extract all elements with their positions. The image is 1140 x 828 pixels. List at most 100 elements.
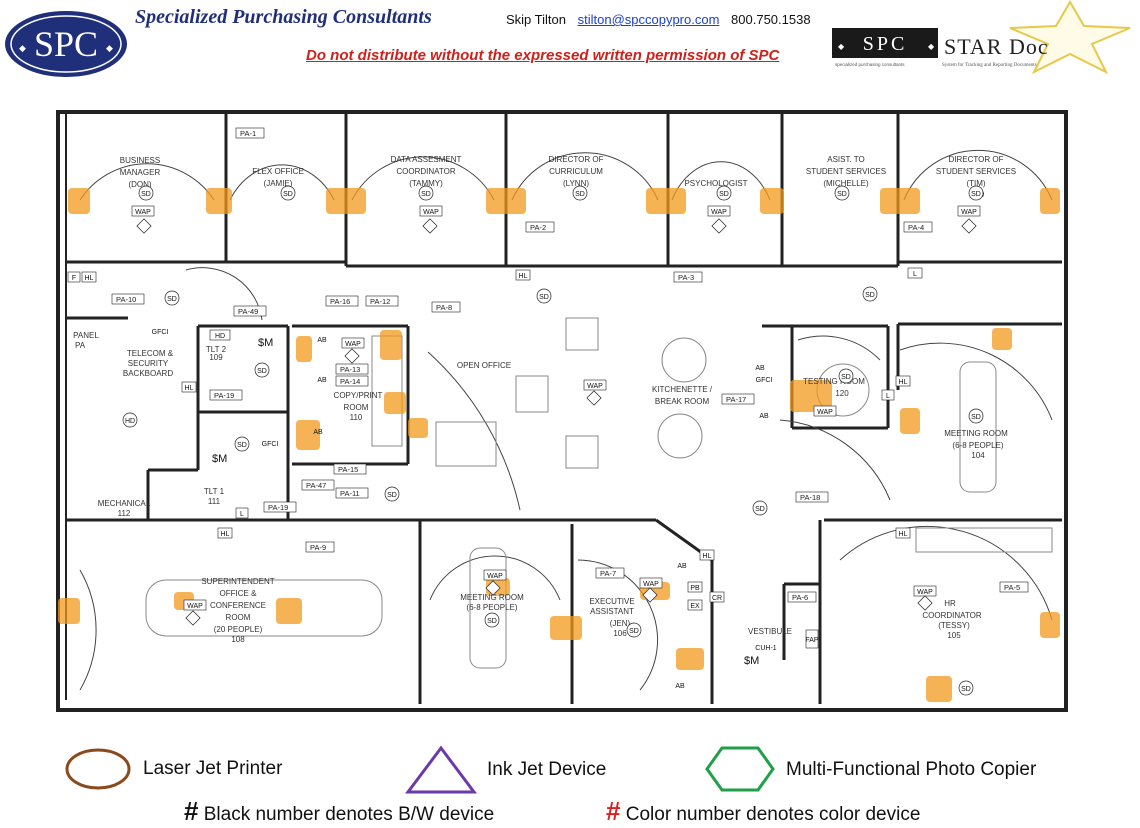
pa-11: PA-11 xyxy=(340,489,360,498)
sd-16: SD xyxy=(755,506,765,513)
gfci-1: GFCI xyxy=(152,329,169,336)
contact-email-link[interactable]: stilton@spccopypro.com xyxy=(577,12,720,27)
pa-19a: PA-19 xyxy=(214,391,234,400)
sd-2: SD xyxy=(283,191,293,198)
room-flex-office-1: FLEX OFFICE xyxy=(252,167,304,176)
sd-5: SD xyxy=(719,191,729,198)
device-diamonds xyxy=(136,218,977,626)
room-asist-3: (MICHELLE) xyxy=(823,179,869,188)
room-curriculum-3: (LYNN) xyxy=(563,179,589,188)
sd-15: SD xyxy=(841,374,851,381)
sd-14: SD xyxy=(971,414,981,421)
wap-4: WAP xyxy=(961,209,977,216)
outlet-labels: AB AB AB AB AB AB AB GFCI GFCI GFCI CUH-… xyxy=(152,329,777,690)
room-meeting107-2: (6-8 PEOPLE) xyxy=(466,603,517,612)
sd-10: SD xyxy=(167,296,177,303)
room-copy-1: COPY/PRINT xyxy=(334,391,383,400)
legend-inkjet-label: Ink Jet Device xyxy=(487,759,607,780)
room-asist-1: ASIST. TO xyxy=(827,155,865,164)
room-exec-4: 106 xyxy=(613,629,627,638)
stardoc-dot-left: ◆ xyxy=(838,42,845,51)
ab-7: AB xyxy=(675,683,685,690)
pa-19b: PA-19 xyxy=(268,503,288,512)
sd-9: SD xyxy=(865,292,875,299)
hl-1: HL xyxy=(85,275,94,282)
stardoc-title: STAR Doc xyxy=(944,34,1049,59)
room-meeting104-2: (6-8 PEOPLE) xyxy=(952,441,1003,450)
room-exec-1: EXECUTIVE xyxy=(589,597,634,606)
wap-7: WAP xyxy=(817,409,833,416)
hl-5: HL xyxy=(221,531,230,538)
pa-17: PA-17 xyxy=(726,395,746,404)
sd-3: SD xyxy=(421,191,431,198)
hd-2: HD xyxy=(215,333,225,340)
room-data-3: (TAMMY) xyxy=(409,179,443,188)
room-super-6: 108 xyxy=(231,635,245,644)
room-business-manager-2: MANAGER xyxy=(120,168,161,177)
room-dir-student-1: DIRECTOR OF xyxy=(949,155,1004,164)
sd-12: SD xyxy=(237,442,247,449)
f-1: F xyxy=(72,275,76,282)
ab-2: AB xyxy=(317,377,327,384)
room-super-4: ROOM xyxy=(226,613,251,622)
room-hr-3: (TESSY) xyxy=(938,621,970,630)
room-dir-student-num: 119 xyxy=(972,190,985,199)
black-hash-symbol: # xyxy=(184,796,199,826)
pa-10: PA-10 xyxy=(116,295,136,304)
pa-4: PA-4 xyxy=(908,223,924,232)
legend-mfp-label: Multi-Functional Photo Copier xyxy=(786,759,1037,780)
room-panel-2: PA xyxy=(75,341,86,350)
ink-jet-icon xyxy=(405,745,477,794)
sd-18: SD xyxy=(629,628,639,635)
pa-1: PA-1 xyxy=(240,129,256,138)
room-exec-2: ASSISTANT xyxy=(590,607,634,616)
stardoc-sub: specialized purchasing consultants xyxy=(835,62,905,67)
sd-13: SD xyxy=(387,492,397,499)
room-data-1: DATA ASSESMENT xyxy=(391,155,462,164)
pa-16: PA-16 xyxy=(330,297,350,306)
cuh-1: CUH-1 xyxy=(755,645,776,652)
l-2: L xyxy=(240,511,244,518)
pa-8: PA-8 xyxy=(436,303,452,312)
sd-6: SD xyxy=(837,191,847,198)
room-super-2: OFFICE & xyxy=(220,589,258,598)
stardoc-logo: SPC ◆ ◆ specialized purchasing consultan… xyxy=(832,0,1131,74)
room-telecom-2: SECURITY xyxy=(128,359,169,368)
wap-tags: WAP WAP WAP WAP WAP WAP WAP WAP WAP WAP … xyxy=(131,205,981,611)
door-swings xyxy=(79,149,1053,691)
logo-text: SPC xyxy=(34,24,98,64)
pa-6: PA-6 xyxy=(792,593,808,602)
pa-5: PA-5 xyxy=(1004,583,1020,592)
legend-color-note: # Color number denotes color device xyxy=(606,796,920,827)
logo-dot-left: ◆ xyxy=(19,44,26,54)
color-note-text: Color number denotes color device xyxy=(625,804,921,825)
sd-4: SD xyxy=(575,191,585,198)
pa-7: PA-7 xyxy=(600,569,616,578)
contact-name: Skip Tilton xyxy=(506,12,566,27)
l-1: L xyxy=(913,271,917,278)
sd-1: SD xyxy=(141,191,151,198)
red-hash-symbol: # xyxy=(606,796,621,826)
fap-1: FAP xyxy=(805,637,819,644)
room-business-manager-3: (DON) xyxy=(128,180,151,189)
room-business-manager-1: BUSINESS xyxy=(120,156,160,165)
switch-labels: $M $M $M xyxy=(212,337,759,667)
sd-11: SD xyxy=(257,368,267,375)
company-name: Specialized Purchasing Consultants xyxy=(135,6,432,28)
spc-logo: SPC ◆ ◆ xyxy=(3,9,129,79)
room-tlt1-1: TLT 1 xyxy=(204,487,225,496)
wap-9: WAP xyxy=(487,573,503,580)
room-flex-office-2: (JAMIE) xyxy=(264,179,293,188)
room-telecom-1: TELECOM & xyxy=(127,349,174,358)
room-hr-1: HR xyxy=(944,599,956,608)
contact-info: Skip Tilton stilton@spccopypro.com 800.7… xyxy=(506,12,811,27)
cr-1: CR xyxy=(712,595,722,602)
room-psychologist: PSYCHOLOGIST xyxy=(684,179,747,188)
pa-47: PA-47 xyxy=(306,481,326,490)
room-vestibule: VESTIBULE xyxy=(748,627,792,636)
room-tlt1-2: 111 xyxy=(208,497,221,506)
sd-7: SD xyxy=(971,191,981,198)
pa-14: PA-14 xyxy=(340,377,360,386)
room-tlt2-2: 109 xyxy=(209,353,223,362)
room-testing-2: 120 xyxy=(835,389,849,398)
